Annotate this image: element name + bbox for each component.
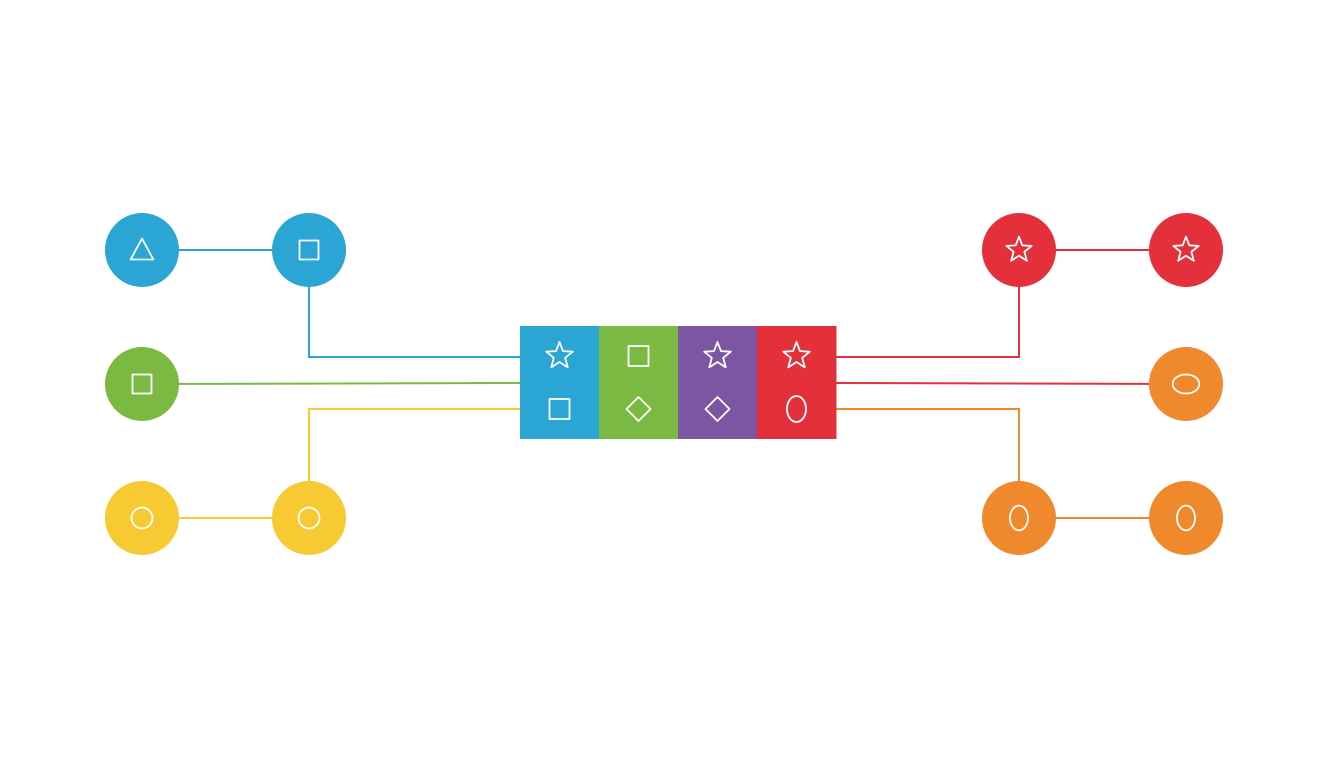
diamond-icon (625, 396, 652, 422)
node-yellow-outer (105, 481, 179, 555)
ellipse-vertical-icon (1009, 504, 1029, 532)
square-icon (548, 398, 571, 420)
node-circle (982, 213, 1056, 287)
ellipse-vertical-icon (1176, 504, 1196, 532)
hub-column-red (757, 326, 837, 439)
node-orange-inner (982, 481, 1056, 555)
node-circle (1149, 481, 1223, 555)
diamond-icon (704, 396, 731, 422)
ellipse-horizontal-icon (1171, 373, 1201, 395)
star-icon (1005, 235, 1033, 262)
node-circle (105, 347, 179, 421)
square-icon (131, 373, 153, 395)
node-circle (272, 213, 346, 287)
star-icon (545, 341, 574, 369)
star-icon (1172, 235, 1200, 262)
connector-green-outer-to-hub (141, 382, 521, 385)
node-green-outer (105, 347, 179, 421)
triangle-icon (129, 237, 155, 261)
node-circle (1149, 213, 1223, 287)
node-red-outer (1149, 213, 1223, 287)
node-circle (982, 481, 1056, 555)
hub-column-blue (520, 326, 600, 439)
node-circle (1149, 347, 1223, 421)
ellipse-vertical-icon (786, 395, 807, 423)
node-yellow-inner (272, 481, 346, 555)
square-icon (627, 345, 650, 367)
node-red-inner (982, 213, 1056, 287)
node-blue-inner (272, 213, 346, 287)
star-icon (782, 341, 811, 369)
square-icon (298, 239, 320, 261)
hub-column-purple (678, 326, 758, 439)
node-layer (105, 213, 1223, 555)
node-circle (272, 481, 346, 555)
hub-block-green (599, 326, 679, 439)
central-hub (520, 326, 837, 439)
node-circle (105, 481, 179, 555)
node-circle (105, 213, 179, 287)
circle-icon (130, 506, 154, 530)
circle-icon (297, 506, 321, 530)
node-orange-outer (1149, 481, 1223, 555)
star-icon (703, 341, 732, 369)
node-orange-mid (1149, 347, 1223, 421)
connector-hub-to-orange-mid (835, 382, 1187, 385)
node-blue-outer (105, 213, 179, 287)
hub-column-green (599, 326, 679, 439)
